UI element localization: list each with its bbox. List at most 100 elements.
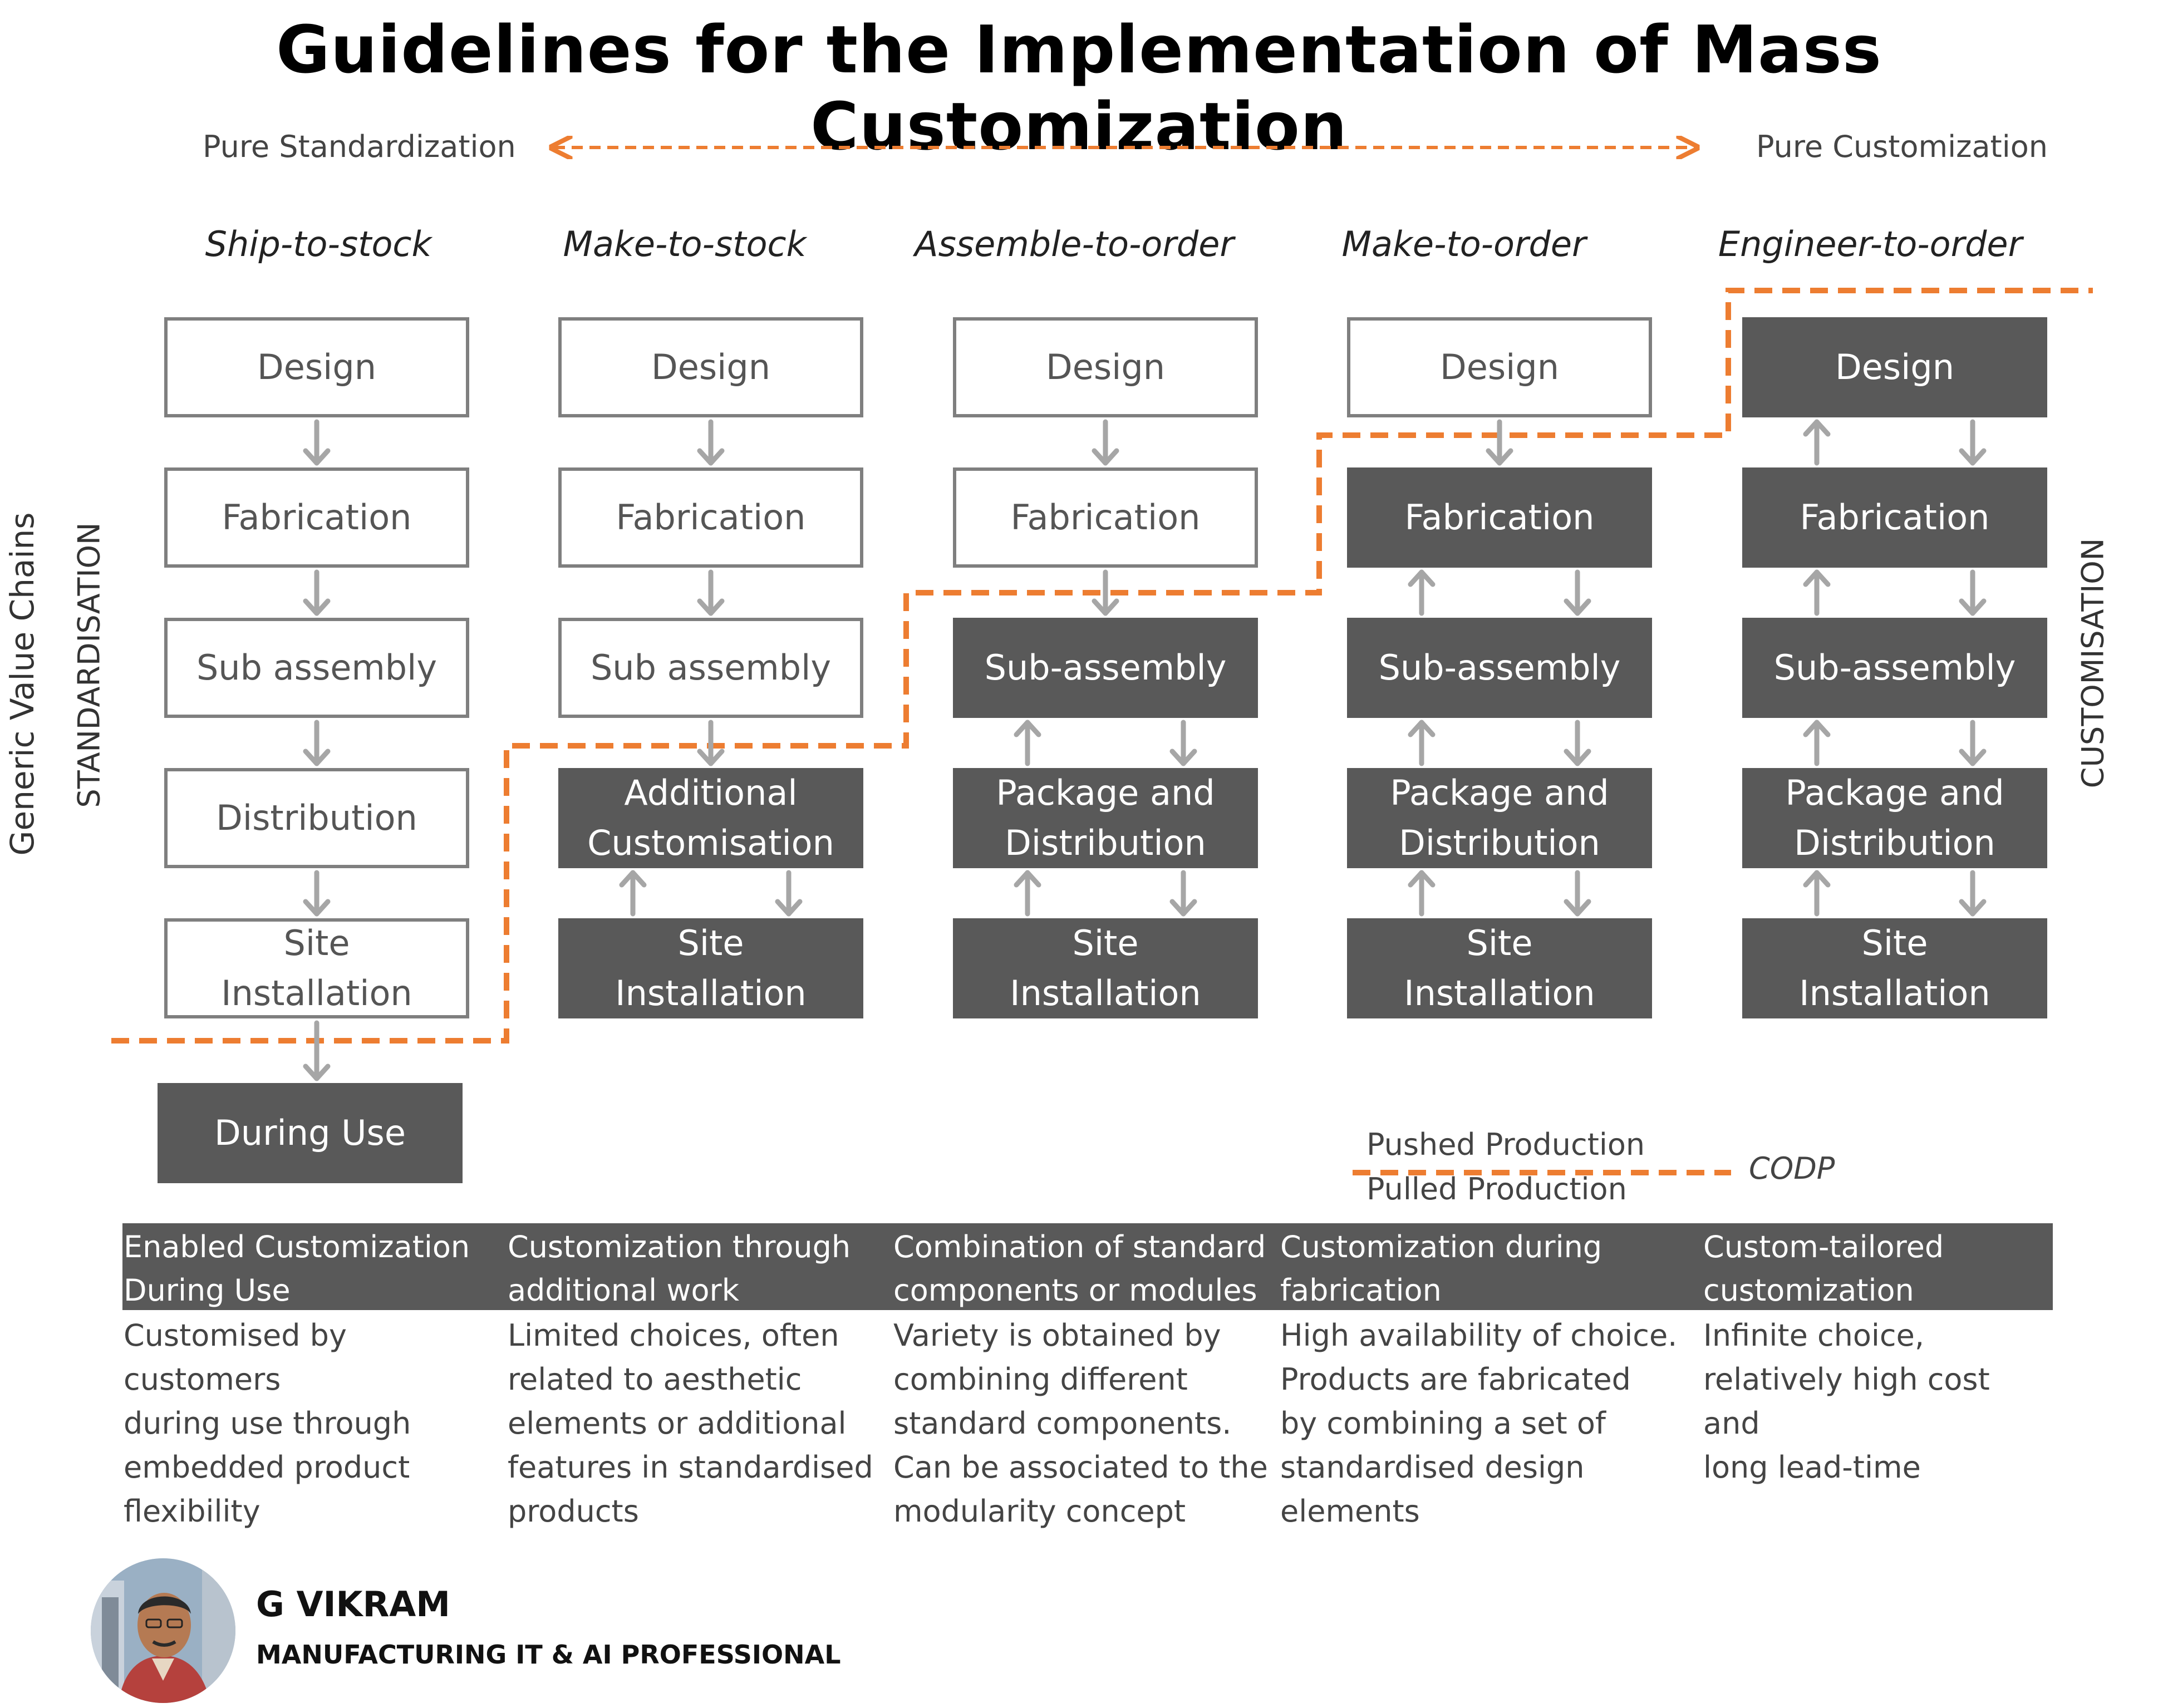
engineer-to-order-arrow-3-down xyxy=(1959,870,1987,917)
legend-pushed-label: Pushed Production xyxy=(1366,1127,1645,1162)
make-to-stock-stage-additional-customisation: Additional Customisation xyxy=(558,768,863,868)
assemble-to-order-arrow-3-up xyxy=(1014,870,1041,917)
ship-to-stock-arrow-2 xyxy=(303,720,331,766)
assemble-to-order-arrow-2-down xyxy=(1169,720,1197,766)
description-line: combining different xyxy=(893,1362,1188,1397)
assemble-to-order-arrow-3-down xyxy=(1169,870,1197,917)
author-role: MANUFACTURING IT & AI PROFESSIONAL xyxy=(256,1640,841,1670)
assemble-to-order-stage-design: Design xyxy=(953,317,1258,417)
engineer-to-order-arrow-0-down xyxy=(1959,419,1987,466)
description-line: during use through xyxy=(124,1406,411,1441)
description-line: Products are fabricated xyxy=(1280,1362,1631,1397)
description-line: standard components. xyxy=(893,1406,1232,1441)
strategy-header-4: Custom-tailored customization xyxy=(1703,1223,2048,1310)
engineer-to-order-stage-fabrication: Fabrication xyxy=(1742,467,2047,568)
strategy-header-line: additional work xyxy=(508,1273,740,1308)
chain-name-make-to-order: Make-to-order xyxy=(1341,224,1586,264)
ship-to-stock-stage-fabrication: Fabrication xyxy=(164,467,469,568)
chain-name-ship-to-stock: Ship-to-stock xyxy=(205,224,432,264)
make-to-stock-arrow-2 xyxy=(697,720,725,766)
legend-pulled-label: Pulled Production xyxy=(1366,1172,1627,1207)
engineer-to-order-arrow-2-up xyxy=(1803,720,1831,766)
make-to-order-stage-design: Design xyxy=(1347,317,1652,417)
make-to-order-stage-package-and-distribution: Package and Distribution xyxy=(1347,768,1652,868)
assemble-to-order-arrow-2-up xyxy=(1014,720,1041,766)
strategy-header-0: Enabled Customization During Use xyxy=(124,1223,508,1310)
make-to-order-arrow-0 xyxy=(1486,419,1513,466)
description-line: standardised design xyxy=(1280,1450,1585,1485)
assemble-to-order-stage-package-and-distribution: Package and Distribution xyxy=(953,768,1258,868)
description-line: Can be associated to the xyxy=(893,1450,1268,1485)
assemble-to-order-stage-site-installation: Site Installation xyxy=(953,918,1258,1018)
ship-to-stock-arrow-4 xyxy=(303,1020,331,1081)
ship-to-stock-stage-site-installation: Site Installation xyxy=(164,918,469,1018)
strategy-header-line: Enabled Customization xyxy=(124,1229,470,1264)
engineer-to-order-stage-design: Design xyxy=(1742,317,2047,417)
make-to-order-arrow-3-down xyxy=(1564,870,1591,917)
flow-arrows xyxy=(303,419,1987,1081)
ship-to-stock-arrow-3 xyxy=(303,870,331,917)
description-line: High availability of choice. xyxy=(1280,1318,1678,1353)
description-line: by combining a set of xyxy=(1280,1406,1606,1441)
make-to-stock-stage-site-installation: Site Installation xyxy=(558,918,863,1018)
description-line: features in standardised xyxy=(508,1450,873,1485)
make-to-order-stage-site-installation: Site Installation xyxy=(1347,918,1652,1018)
assemble-to-order-stage-fabrication: Fabrication xyxy=(953,467,1258,568)
make-to-order-stage-sub-assembly: Sub-assembly xyxy=(1347,618,1652,718)
strategy-header-3: Customization during fabrication xyxy=(1280,1223,1692,1310)
strategy-header-line: During Use xyxy=(124,1273,291,1308)
engineer-to-order-arrow-2-down xyxy=(1959,720,1987,766)
author-name: G VIKRAM xyxy=(256,1584,450,1625)
strategy-header-line: components or modules xyxy=(893,1273,1257,1308)
engineer-to-order-stage-package-and-distribution: Package and Distribution xyxy=(1742,768,2047,868)
strategy-header-line: Custom-tailored xyxy=(1703,1229,1944,1264)
strategy-header-line: customization xyxy=(1703,1273,1914,1308)
ship-to-stock-stage-during-use: During Use xyxy=(158,1083,463,1183)
engineer-to-order-arrow-1-up xyxy=(1803,569,1831,616)
make-to-stock-arrow-0 xyxy=(697,419,725,466)
ship-to-stock-stage-sub-assembly: Sub assembly xyxy=(164,618,469,718)
spectrum-left-label: Pure Standardization xyxy=(203,129,516,164)
strategy-header-1: Customization through additional work xyxy=(508,1223,892,1310)
make-to-stock-stage-fabrication: Fabrication xyxy=(558,467,863,568)
make-to-order-arrow-1-up xyxy=(1408,569,1436,616)
description-line: long lead-time xyxy=(1703,1450,1921,1485)
chain-name-make-to-stock: Make-to-stock xyxy=(563,224,807,264)
ship-to-stock-arrow-0 xyxy=(303,419,331,466)
description-line: related to aesthetic xyxy=(508,1362,802,1397)
make-to-order-arrow-2-up xyxy=(1408,720,1436,766)
description-line: embedded product xyxy=(124,1450,410,1485)
page-title: Guidelines for the Implementation of Mas… xyxy=(276,11,1882,165)
description-line: Variety is obtained by xyxy=(893,1318,1221,1353)
strategy-description-0: Customised by customers during use throu… xyxy=(124,1313,508,1533)
engineer-to-order-stage-site-installation: Site Installation xyxy=(1742,918,2047,1018)
make-to-order-arrow-2-down xyxy=(1564,720,1591,766)
make-to-stock-arrow-3-down xyxy=(775,870,803,917)
description-line: modularity concept xyxy=(893,1494,1186,1529)
strategy-header-line: Customization during xyxy=(1280,1229,1602,1264)
engineer-to-order-arrow-1-down xyxy=(1959,569,1987,616)
make-to-stock-stage-design: Design xyxy=(558,317,863,417)
spectrum-right-label: Pure Customization xyxy=(1756,129,2048,164)
assemble-to-order-stage-sub-assembly: Sub-assembly xyxy=(953,618,1258,718)
ship-to-stock-stage-design: Design xyxy=(164,317,469,417)
strategy-header-2: Combination of standard components or mo… xyxy=(893,1223,1283,1310)
codp-line xyxy=(111,288,2093,1043)
strategy-header-bar xyxy=(122,1223,2053,1310)
make-to-stock-arrow-1 xyxy=(697,569,725,616)
make-to-order-arrow-1-down xyxy=(1564,569,1591,616)
make-to-stock-stage-sub-assembly: Sub assembly xyxy=(558,618,863,718)
assemble-to-order-arrow-1 xyxy=(1092,569,1119,616)
strategy-description-2: Variety is obtained by combining differe… xyxy=(893,1313,1283,1533)
description-line: Limited choices, often xyxy=(508,1318,839,1353)
make-to-order-stage-fabrication: Fabrication xyxy=(1347,467,1652,568)
description-line: products xyxy=(508,1494,639,1529)
legend-codp-label: CODP xyxy=(1749,1151,1835,1186)
description-line: Infinite choice, xyxy=(1703,1318,1924,1353)
strategy-header-line: Customization through xyxy=(508,1229,851,1264)
avatar xyxy=(91,1558,235,1703)
description-line: relatively high cost and xyxy=(1703,1362,1990,1441)
engineer-to-order-stage-sub-assembly: Sub-assembly xyxy=(1742,618,2047,718)
engineer-to-order-arrow-3-up xyxy=(1803,870,1831,917)
